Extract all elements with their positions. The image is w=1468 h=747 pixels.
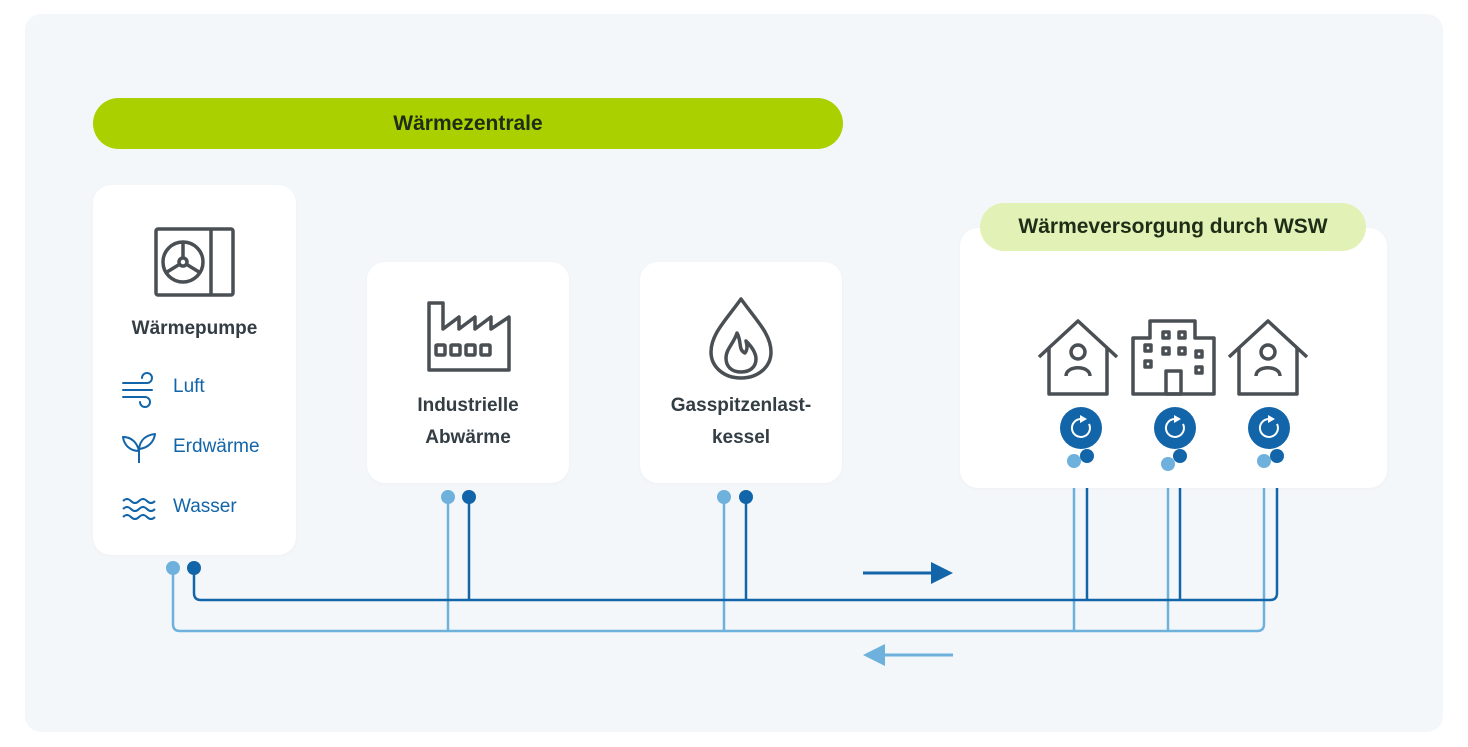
sprout-icon: [122, 433, 156, 463]
supply-line: [192, 456, 1279, 602]
apartment-building-icon: [1131, 319, 1216, 396]
industrial-label-line-2: Abwärme: [425, 427, 511, 448]
supply-arrow-icon: [863, 562, 953, 584]
heat-exchanger-icon: [1154, 407, 1196, 449]
industrial-waste-heat-card: [367, 262, 569, 483]
source-water-label: Wasser: [173, 496, 237, 517]
return-line: [171, 460, 1266, 633]
source-air-label: Luft: [173, 376, 205, 397]
heat-supply-banner: Wärmeversorgung durch WSW: [980, 203, 1366, 251]
return-arrow-icon: [863, 644, 953, 666]
gas-label-line-1: Gasspitzenlast-: [670, 395, 812, 416]
house-icon: [1227, 319, 1309, 396]
flame-icon: [709, 297, 773, 380]
heat-exchanger-icon: [1248, 407, 1290, 449]
industrial-label-line-1: Industrielle: [417, 395, 519, 416]
heat-center-banner: Wärmezentrale: [93, 98, 843, 149]
waves-icon: [122, 498, 156, 520]
factory-icon: [427, 301, 511, 372]
wind-icon: [122, 372, 153, 408]
heat-pump-label: Wärmepumpe: [131, 318, 258, 339]
house-icon: [1037, 319, 1119, 396]
heat-exchanger-icon: [1060, 407, 1102, 449]
heat-pump-icon: [154, 227, 235, 297]
connector-dots: [166, 449, 1284, 575]
gas-label-line-2: kessel: [711, 427, 771, 448]
source-geothermal-label: Erdwärme: [173, 436, 260, 457]
